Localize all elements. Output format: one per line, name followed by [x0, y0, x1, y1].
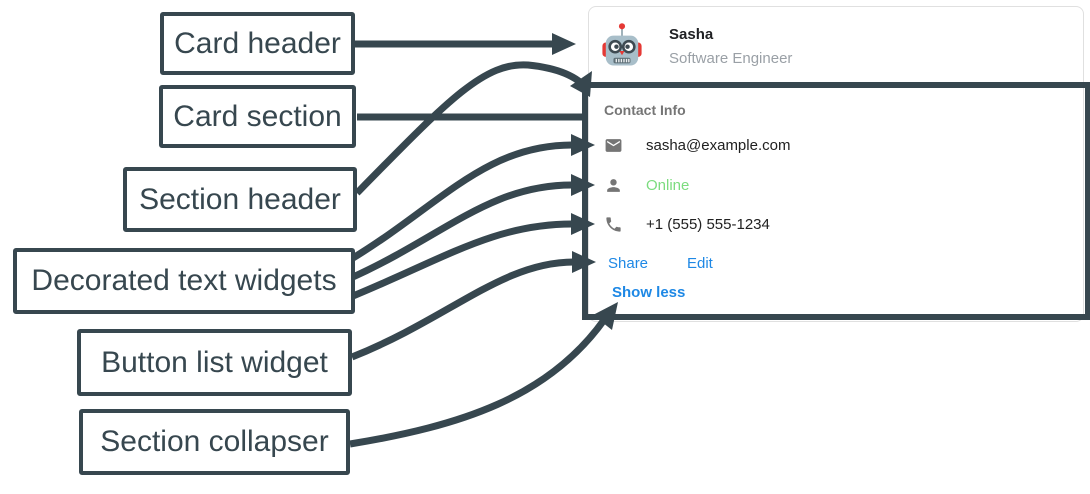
arrow-section-collapser: [349, 302, 618, 448]
arrow-card-header: [355, 33, 576, 55]
arrow-status-row: [351, 174, 595, 281]
card-header-subtitle: Software Engineer: [669, 50, 793, 67]
robot-avatar-icon: [602, 23, 642, 66]
arrow-email-row: [351, 134, 595, 261]
arrow-section-header: [354, 61, 592, 196]
phone-text: +1 (555) 555-1234: [646, 216, 770, 233]
arrow-button-list: [350, 251, 596, 361]
email-text: sasha@example.com: [646, 137, 791, 154]
label-card-header: Card header: [160, 12, 355, 75]
email-icon: [605, 139, 622, 152]
person-icon: [607, 179, 620, 192]
arrow-phone-row: [351, 213, 595, 300]
phone-icon: [606, 217, 621, 232]
label-section-header: Section header: [123, 167, 357, 232]
contact-card: Sasha Software Engineer Contact Info sas…: [588, 6, 1084, 322]
label-button-list-widget: Button list widget: [77, 329, 352, 396]
label-decorated-text-widgets: Decorated text widgets: [13, 248, 355, 314]
status-text: Online: [646, 177, 690, 194]
share-button[interactable]: Share: [608, 255, 649, 272]
edit-button[interactable]: Edit: [687, 255, 713, 272]
section-header-title: Contact Info: [604, 102, 686, 118]
label-section-collapser: Section collapser: [79, 409, 350, 475]
card-section-outline: [582, 82, 1090, 320]
label-card-section: Card section: [159, 85, 356, 148]
section-collapser-button[interactable]: Show less: [612, 284, 686, 301]
card-header-name: Sasha: [669, 26, 714, 43]
